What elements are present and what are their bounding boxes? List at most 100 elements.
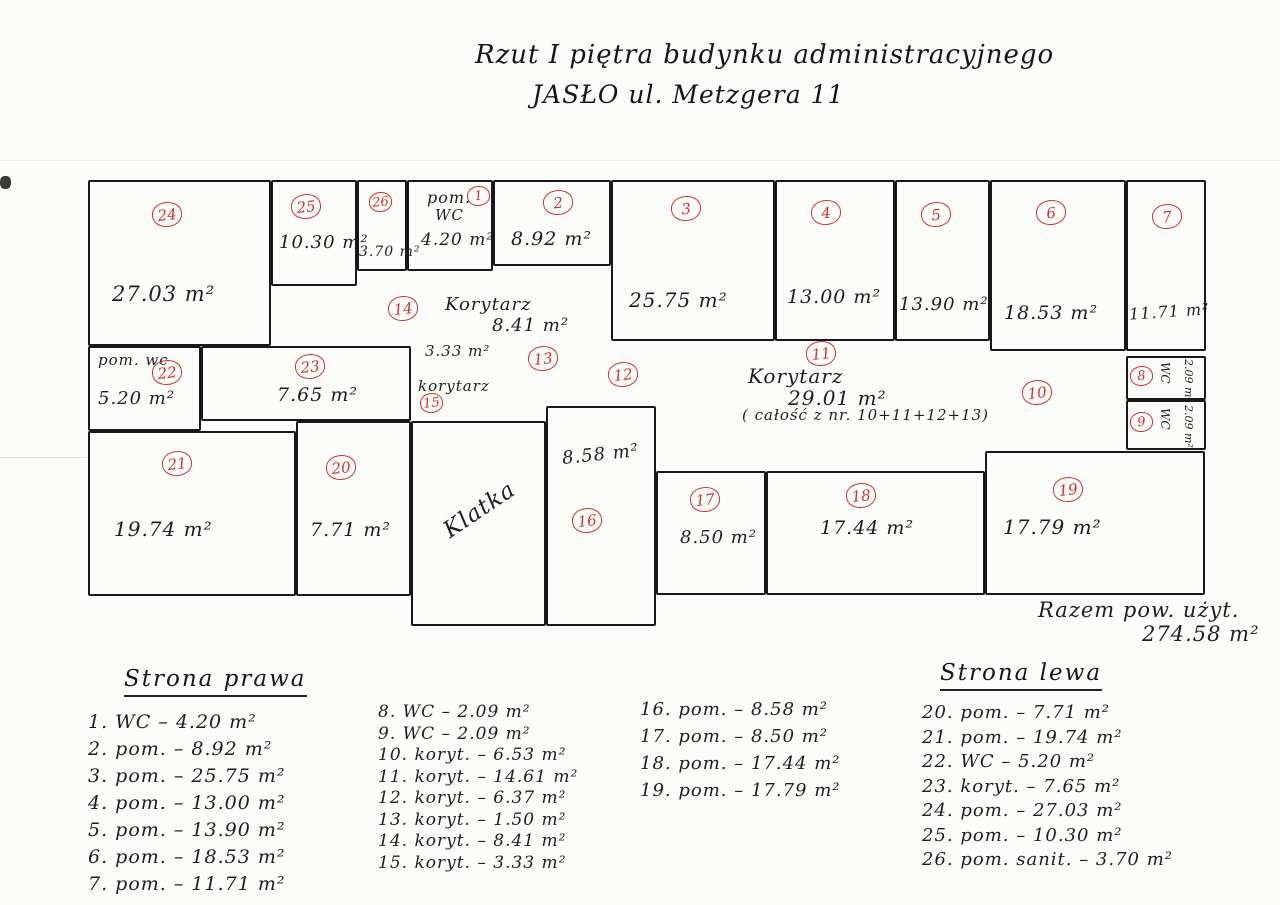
room-area-2: 8.92 m²	[511, 228, 592, 250]
legend-item-23: 23. koryt. – 7.65 m²	[922, 775, 1121, 797]
room-17: 17 8.50 m²	[656, 471, 766, 595]
room-area-22: 5.20 m²	[98, 388, 176, 409]
room-number-badge-15: 15	[419, 391, 444, 415]
room-1-label-pom: pom.	[427, 188, 472, 207]
legend-item-3: 3. pom. – 25.75 m²	[88, 765, 286, 787]
legend-item-5: 5. pom. – 13.90 m²	[88, 819, 286, 841]
legend-item-21: 21. pom. – 19.74 m²	[922, 726, 1123, 748]
room-9-area: 2.09 m²	[1182, 405, 1195, 448]
legend-middle-rooms: 16. pom. – 8.58 m² 17. pom. – 8.50 m² 18…	[640, 696, 850, 804]
room-6: 6 18.53 m²	[990, 180, 1126, 351]
legend-item-15: 15. koryt. – 3.33 m²	[378, 852, 567, 873]
legend-item-10: 10. koryt. – 6.53 m²	[378, 745, 567, 765]
legend-item-13: 13. koryt. – 1.50 m²	[378, 809, 567, 830]
legend-item-24: 24. pom. – 27.03 m²	[922, 800, 1123, 821]
room-area-24: 27.03 m²	[112, 282, 216, 306]
room-number-badge-19: 19	[1051, 475, 1085, 504]
legend-item-17: 17. pom. – 8.50 m²	[640, 726, 829, 747]
room-26: 26 3.70 m²	[357, 180, 420, 271]
legend-item-26: 26. pom. sanit. – 3.70 m²	[922, 849, 1174, 870]
corridor-11-area: 29.01 m²	[788, 386, 887, 410]
room-23: 23 7.65 m²	[201, 346, 411, 421]
room-24: 24 27.03 m²	[88, 180, 271, 346]
legend-item-1: 1. WC – 4.20 m²	[88, 711, 257, 733]
legend-item-11: 11. koryt. – 14.61 m²	[378, 766, 579, 787]
room-8-wc: 8 WC 2.09 m²	[1126, 356, 1206, 402]
legend-item-6: 6. pom. – 18.53 m²	[88, 846, 286, 868]
scan-line-artifact	[0, 160, 1280, 161]
room-3: 3 25.75 m²	[611, 180, 775, 341]
legend-item-12: 12. koryt. – 6.37 m²	[378, 788, 567, 808]
room-area-3: 25.75 m²	[629, 288, 728, 312]
room-area-20: 7.71 m²	[310, 519, 391, 541]
room-number-badge-7: 7	[1150, 202, 1184, 231]
scan-line-artifact	[0, 457, 86, 458]
room-number-badge-4: 4	[809, 198, 843, 227]
room-18: 18 17.44 m²	[766, 471, 985, 595]
room-area-19: 17.79 m²	[1003, 515, 1102, 539]
room-number-badge-14: 14	[386, 294, 420, 323]
legend-item-18: 18. pom. – 17.44 m²	[640, 753, 841, 774]
corridor-11-label: Korytarz	[748, 364, 844, 388]
corridor-11-note: ( całość z nr. 10+11+12+13)	[742, 406, 990, 424]
total-usable-area-value: 274.58 m²	[1142, 622, 1260, 646]
legend-item-7: 7. pom. – 11.71 m²	[88, 873, 286, 895]
room-area-26: 3.70 m²	[359, 244, 421, 260]
room-1-pom-wc: pom. 1 WC 4.20 m²	[407, 180, 493, 271]
room-2: 2 8.92 m²	[493, 180, 611, 266]
room-number-badge-22: 22	[150, 358, 184, 387]
room-number-badge-16: 16	[570, 506, 604, 535]
room-area-1: 4.20 m²	[421, 230, 495, 250]
room-22-pom-wc: pom. wc 22 5.20 m²	[88, 346, 201, 431]
room-16: 8.58 m² 16	[546, 406, 656, 626]
legend-item-9: 9. WC – 2.09 m²	[378, 723, 531, 744]
room-1-label-wc: WC	[435, 206, 464, 224]
legend-item-25: 25. pom. – 10.30 m²	[922, 824, 1123, 846]
page-title-line1: Rzut I piętra budynku administracyjnego	[475, 40, 1055, 70]
room-area-6: 18.53 m²	[1004, 302, 1099, 324]
page-title-line2: JASŁO ul. Metzgera 11	[532, 80, 845, 109]
room-22-label: pom. wc	[98, 351, 169, 369]
room-number-badge-21: 21	[160, 449, 194, 478]
room-number-badge-8: 8	[1129, 364, 1154, 388]
room-number-badge-13: 13	[526, 344, 560, 373]
room-21: 21 19.74 m²	[88, 431, 296, 596]
room-19: 19 17.79 m²	[985, 451, 1205, 595]
room-area-25: 10.30 m²	[279, 232, 369, 253]
room-9-wc: 9 WC 2.09 m²	[1126, 400, 1206, 450]
legend-item-22: 22. WC – 5.20 m²	[922, 751, 1096, 772]
room-number-badge-18: 18	[844, 481, 878, 510]
room-20: 20 7.71 m²	[296, 421, 411, 596]
staircase-klatka: Klatka	[411, 421, 546, 626]
total-usable-area-label: Razem pow. użyt.	[1038, 598, 1240, 622]
room-number-badge-24: 24	[150, 200, 184, 229]
room-number-badge-1: 1	[466, 184, 491, 208]
legend-item-8: 8. WC – 2.09 m²	[378, 702, 531, 722]
room-area-5: 13.90 m²	[899, 294, 989, 315]
legend-header-strona-lewa: Strona lewa	[940, 660, 1103, 691]
room-8-area: 2.09 m²	[1182, 359, 1195, 402]
corridor-15-area: 3.33 m²	[425, 342, 491, 360]
room-area-21: 19.74 m²	[114, 517, 213, 541]
room-number-badge-2: 2	[541, 188, 575, 217]
room-25: 25 10.30 m²	[271, 180, 368, 286]
room-area-23: 7.65 m²	[277, 384, 358, 406]
staircase-label: Klatka	[438, 476, 521, 544]
room-number-badge-25: 25	[289, 192, 323, 221]
room-area-17: 8.50 m²	[680, 527, 758, 548]
legend-item-4: 4. pom. – 13.00 m²	[88, 792, 286, 814]
room-4: 4 13.00 m²	[775, 180, 895, 341]
room-9-label-wc: WC	[1158, 408, 1172, 430]
room-number-badge-17: 17	[688, 485, 722, 514]
room-number-badge-9: 9	[1129, 410, 1154, 434]
room-number-badge-10: 10	[1020, 378, 1054, 407]
room-area-4: 13.00 m²	[787, 286, 882, 308]
legend-item-2: 2. pom. – 8.92 m²	[88, 738, 273, 760]
room-area-18: 17.44 m²	[820, 517, 915, 539]
legend-item-19: 19. pom. – 17.79 m²	[640, 780, 841, 801]
room-5: 5 13.90 m²	[895, 180, 990, 341]
room-7: 7 11.71 m²	[1126, 180, 1210, 351]
legend-item-14: 14. koryt. – 8.41 m²	[378, 831, 567, 851]
room-area-7: 11.71 m²	[1128, 299, 1211, 324]
legend-strona-prawa: Strona prawa 1. WC – 4.20 m² 2. pom. – 8…	[88, 666, 348, 898]
